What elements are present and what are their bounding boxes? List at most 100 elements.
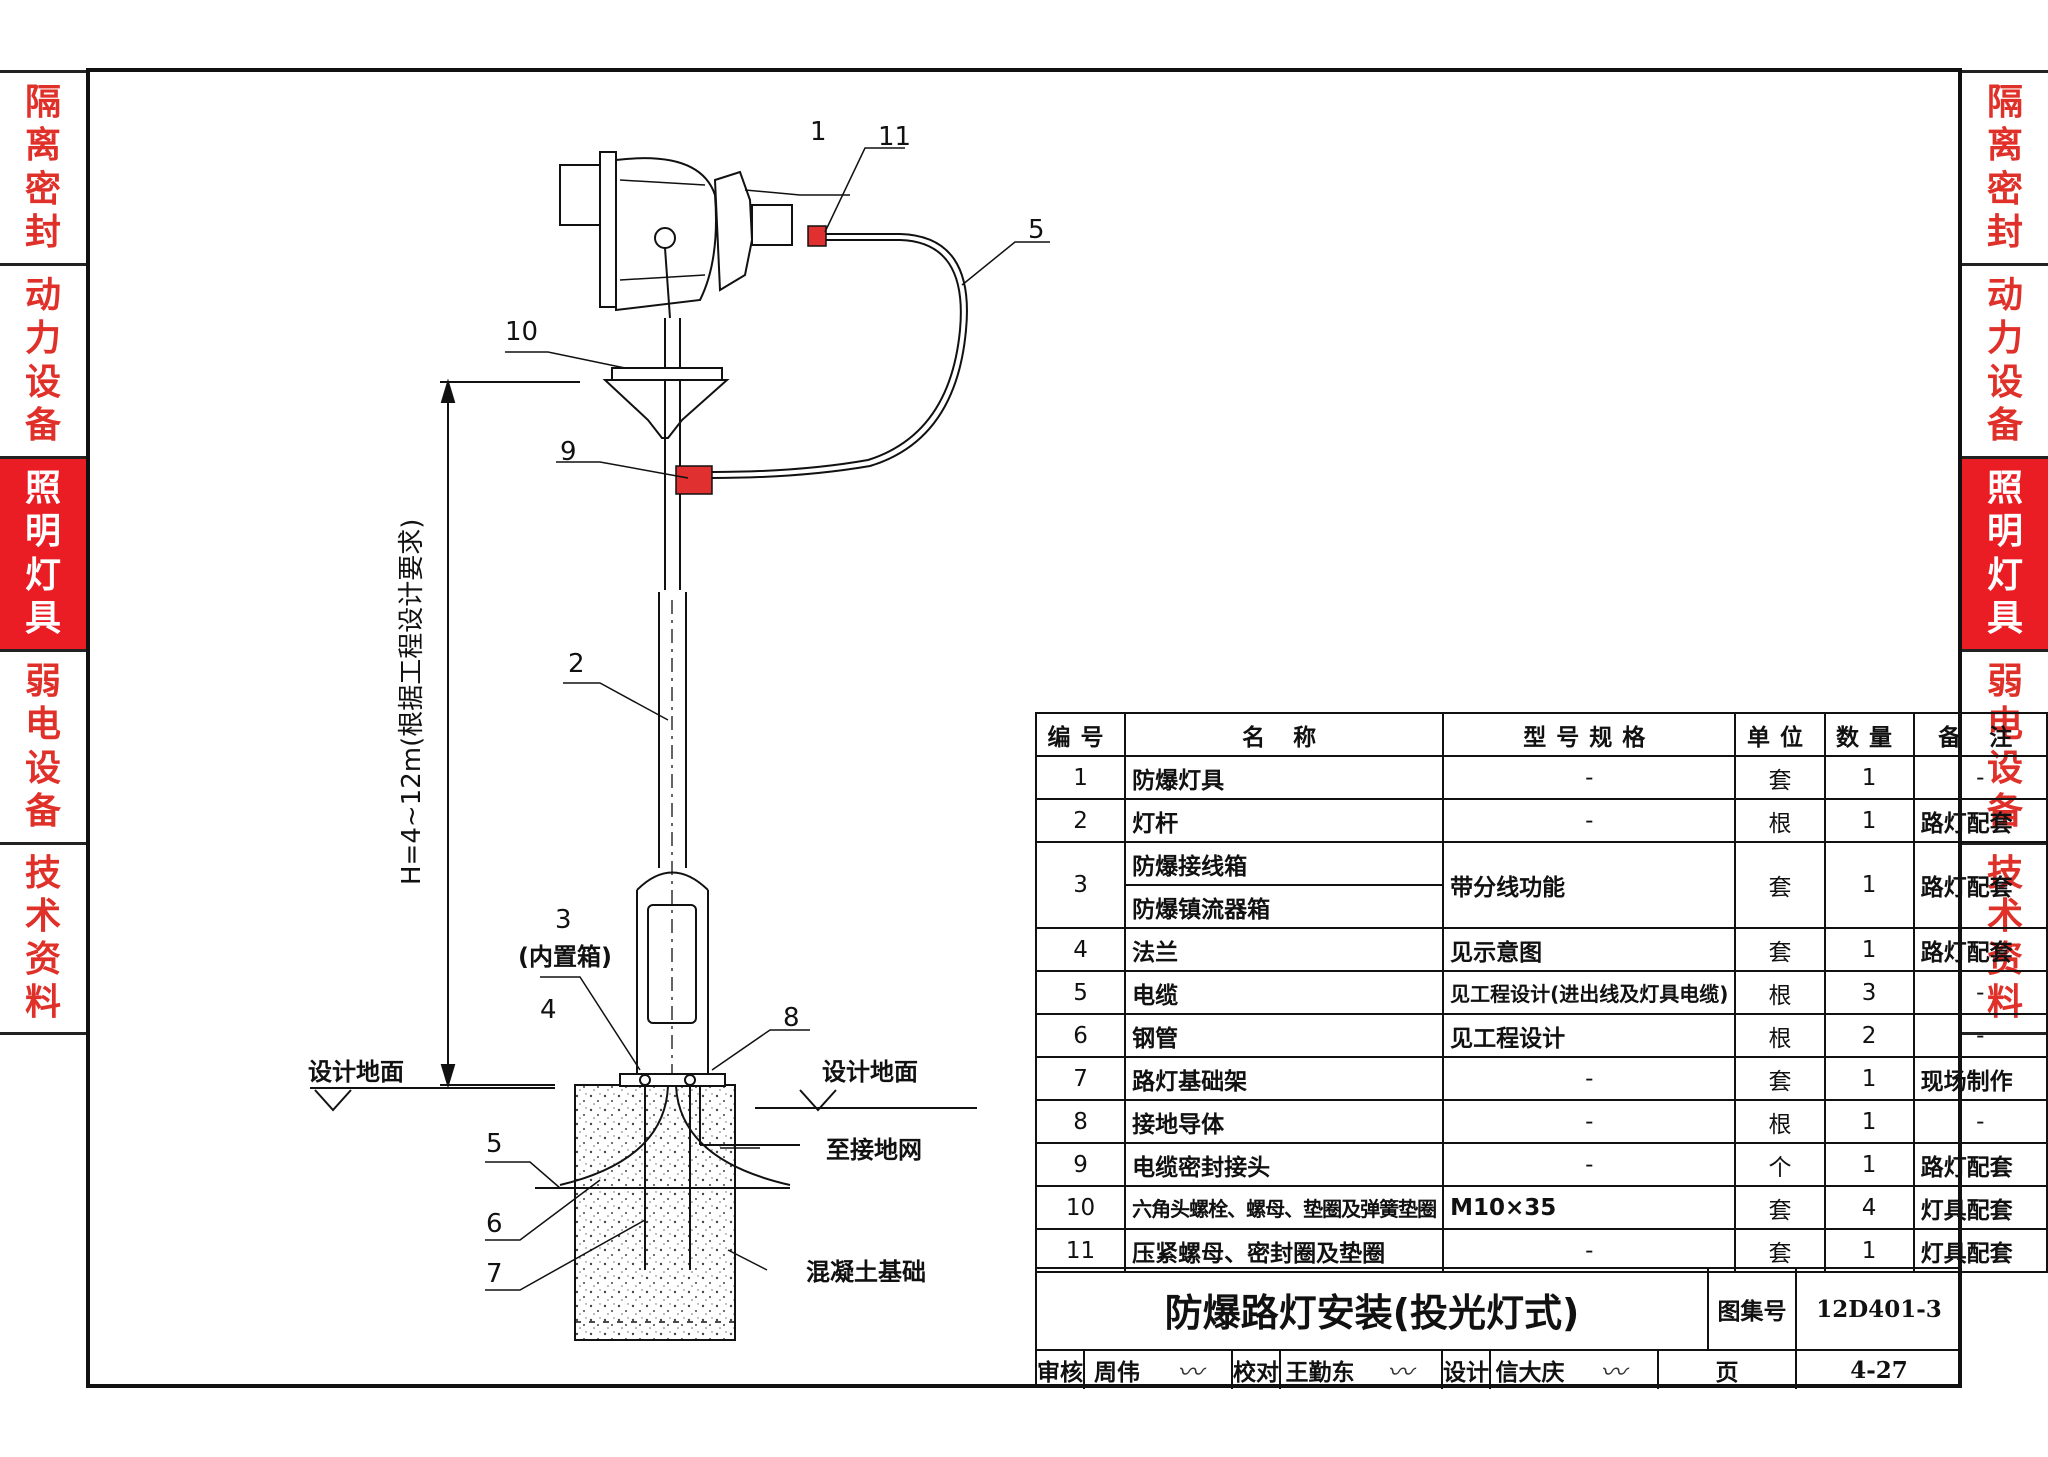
table-row: 7 路灯基础架 - 套 1 现场制作: [1034, 1056, 2048, 1101]
row-note: -: [1912, 1099, 2048, 1144]
row-no: 3: [1034, 841, 1127, 929]
row-name: 钢管: [1124, 1013, 1445, 1058]
tab-isolation-sealing[interactable]: 隔离密封: [0, 70, 86, 263]
designer-signature: 〰: [1569, 1351, 1659, 1389]
row-note: 路灯配套: [1912, 841, 2048, 929]
row-unit: 根: [1734, 798, 1826, 843]
col-note: 备 注: [1912, 712, 2048, 757]
tab-power-equipment-right[interactable]: 动力设备: [1962, 263, 2048, 456]
row-note: 现场制作: [1912, 1056, 2048, 1101]
row-qty: 1: [1823, 1142, 1915, 1187]
row-no: 1: [1034, 755, 1127, 800]
concrete-foundation: [574, 1084, 736, 1341]
row-no: 5: [1034, 970, 1127, 1015]
checker-signature: 〰: [1359, 1351, 1443, 1389]
title-block: 防爆路灯安装(投光灯式) 图集号 12D401-3 审核 周伟 〰 校对 王勤东…: [1035, 1267, 1961, 1389]
table-row: 11 压紧螺母、密封圈及垫圈 - 套 1 灯具配套: [1034, 1228, 2048, 1273]
row-spec: 见工程设计(进出线及灯具电缆): [1442, 970, 1737, 1015]
callout-8: 8: [783, 1003, 800, 1033]
atlas-number: 12D401-3: [1816, 1295, 1942, 1323]
callout-3: 3: [555, 905, 572, 935]
reviewer-name: 周伟: [1094, 1360, 1140, 1386]
row-qty: 1: [1823, 1099, 1915, 1144]
table-header: 编号 名 称 型号规格 单位 数量 备 注: [1034, 712, 2048, 757]
atlas-number-label: 图集号: [1709, 1269, 1797, 1349]
designer-name: 信大庆: [1495, 1360, 1565, 1386]
col-unit: 单位: [1734, 712, 1826, 757]
row-qty: 3: [1823, 970, 1915, 1015]
row-no: 11: [1034, 1228, 1127, 1273]
row-spec: -: [1442, 1228, 1737, 1273]
row-unit: 套: [1734, 755, 1826, 800]
callout-6: 6: [486, 1209, 503, 1239]
callout-7: 7: [486, 1259, 503, 1289]
row-unit: 套: [1734, 1185, 1826, 1230]
foundation-internals: [535, 1074, 800, 1270]
reviewer-signature-mark: 〰: [1176, 1357, 1203, 1388]
row-no: 4: [1034, 927, 1127, 972]
row-qty: 1: [1823, 1056, 1915, 1101]
row-no: 2: [1034, 798, 1127, 843]
row-spec: 带分线功能: [1442, 841, 1737, 929]
row-qty: 1: [1823, 798, 1915, 843]
table-row: 5 电缆 见工程设计(进出线及灯具电缆) 根 3 -: [1034, 970, 2048, 1015]
tab-isolation-sealing-right[interactable]: 隔离密封: [1962, 70, 2048, 263]
lamp-pole: [619, 318, 726, 1087]
row-spec: 见示意图: [1442, 927, 1737, 972]
table-row: 8 接地导体 - 根 1 -: [1034, 1099, 2048, 1144]
callout-9: 9: [560, 437, 577, 467]
checker-name: 王勤东: [1285, 1360, 1355, 1386]
row-unit: 套: [1734, 1056, 1826, 1101]
row-note: 路灯配套: [1912, 927, 2048, 972]
cable: [711, 233, 968, 479]
design-label: 设计: [1443, 1351, 1491, 1389]
designer-signature-mark: 〰: [1599, 1357, 1626, 1388]
drawing-title: 防爆路灯安装(投光灯式): [1037, 1269, 1709, 1349]
row-note: 路灯配套: [1912, 798, 2048, 843]
page-number: 4-27: [1850, 1356, 1908, 1384]
tab-lighting-fixtures[interactable]: 照明灯具: [0, 456, 86, 649]
row-name: 防爆接线箱: [1124, 841, 1445, 886]
leader-lines: [485, 147, 1050, 1291]
row-qty: 1: [1823, 755, 1915, 800]
row-name: 法兰: [1124, 927, 1445, 972]
row-name: 路灯基础架: [1124, 1056, 1445, 1101]
callout-2: 2: [568, 649, 585, 679]
ground-label-left: 设计地面: [308, 1058, 404, 1086]
row-no: 7: [1034, 1056, 1127, 1101]
ground-lines: [310, 1087, 977, 1112]
table-row: 9 电缆密封接头 - 个 1 路灯配套: [1034, 1142, 2048, 1187]
tab-power-equipment[interactable]: 动力设备: [0, 263, 86, 456]
flange-cone: [602, 367, 730, 439]
concrete-foundation-label: 混凝土基础: [806, 1258, 926, 1286]
row-unit: 套: [1734, 1228, 1826, 1273]
tab-lighting-fixtures-right[interactable]: 照明灯具: [1962, 456, 2048, 649]
reviewer-signature: 〰: [1149, 1351, 1233, 1389]
page-label: 页: [1659, 1351, 1797, 1389]
row-name: 接地导体: [1124, 1099, 1445, 1144]
table-row: 2 灯杆 - 根 1 路灯配套: [1034, 798, 2048, 843]
row-note: -: [1912, 1013, 2048, 1058]
to-ground-grid-label: 至接地网: [826, 1136, 922, 1164]
row-qty: 4: [1823, 1185, 1915, 1230]
row-unit: 根: [1734, 1099, 1826, 1144]
row-unit: 套: [1734, 841, 1826, 929]
row-note: -: [1912, 970, 2048, 1015]
table-row: 1 防爆灯具 - 套 1 -: [1034, 755, 2048, 800]
row-qty: 1: [1823, 927, 1915, 972]
row-spec: -: [1442, 798, 1737, 843]
row-qty: 1: [1823, 841, 1915, 929]
row-spec: -: [1442, 1056, 1737, 1101]
signature-row: 审核 周伟 〰 校对 王勤东 〰 设计 信大庆 〰 页 4-27: [1037, 1349, 1961, 1389]
parts-table: 编号 名 称 型号规格 单位 数量 备 注 1 防爆灯具 - 套 1 - 2 灯…: [1034, 712, 2048, 1273]
col-name: 名 称: [1124, 712, 1445, 757]
tab-low-voltage-equipment[interactable]: 弱电设备: [0, 649, 86, 842]
col-spec: 型号规格: [1442, 712, 1737, 757]
col-qty: 数量: [1823, 712, 1915, 757]
row-unit: 套: [1734, 927, 1826, 972]
col-no: 编号: [1034, 712, 1127, 757]
callout-5-cable: 5: [1028, 215, 1045, 245]
tab-technical-data[interactable]: 技术资料: [0, 842, 86, 1035]
row-name: 电缆: [1124, 970, 1445, 1015]
